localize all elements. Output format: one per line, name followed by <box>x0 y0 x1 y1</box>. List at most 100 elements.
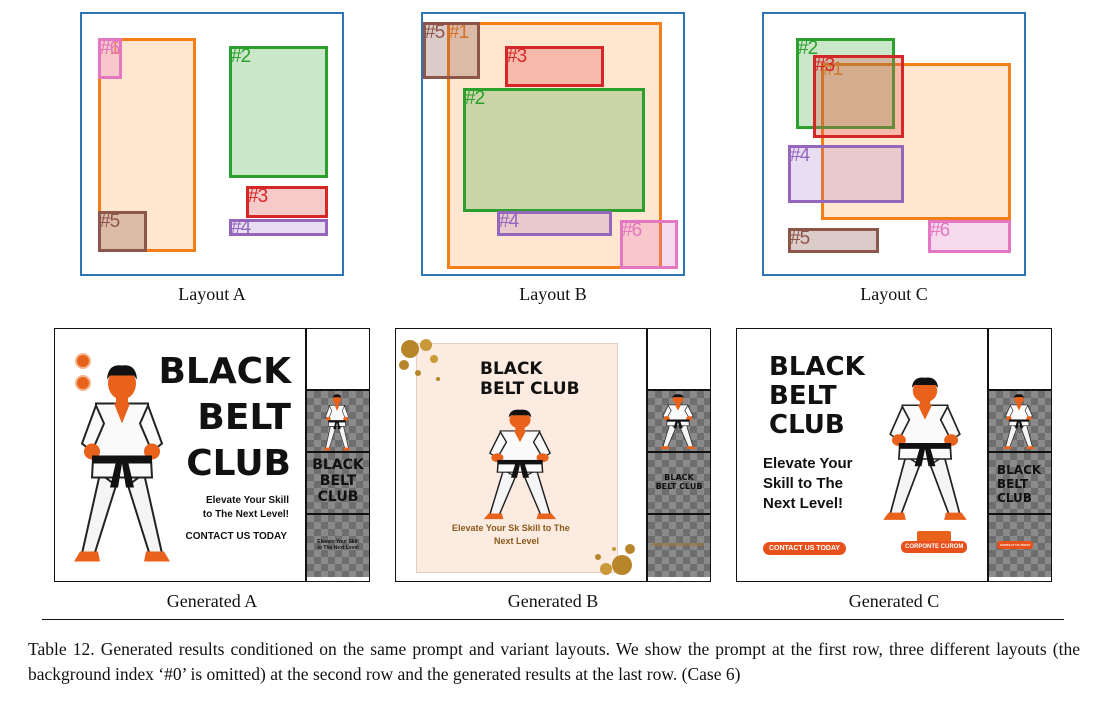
layout-c-panel: #1 #2 #3 #4 #5 #6 <box>762 12 1026 276</box>
layer-title-line-3: CLUB <box>317 489 359 505</box>
layer-title-line-1: BLACK <box>312 457 364 473</box>
generated-a-poster: BLACK BELT CLUB Elevate Your Skill to Th… <box>55 329 307 581</box>
layout-c-box-2: #2 <box>796 38 895 129</box>
generated-c-poster: BLACK BELT CLUB Elevate Your Skill to Th… <box>737 329 989 581</box>
layout-b-box-2: #2 <box>463 88 645 212</box>
poster-subtitle-line-2: to The Next Level! <box>202 509 289 520</box>
poster-title-line-1: BLACK <box>158 351 291 392</box>
karate-figure-illustration <box>483 408 557 520</box>
layer-title-line-2: BELT CLUB <box>655 482 703 491</box>
layout-b-box-1: #1 <box>447 22 662 269</box>
gold-splash-bottom-right <box>595 544 635 575</box>
gold-splash-top-left <box>399 339 440 381</box>
layout-c-box-6: #6 <box>928 220 1011 253</box>
layer-subtitle-line-1: Elevate Your Skill <box>317 539 359 545</box>
layer-title: BLACK BELT CLUB <box>989 453 1051 515</box>
layout-b-box-1-tag: #1 <box>449 22 469 43</box>
poster-contact-pill: CONTACT US TODAY <box>763 542 847 555</box>
poster-title-line-3: CLUB <box>769 410 845 440</box>
layout-c-box-1-tag: #1 <box>823 59 843 80</box>
poster-subtitle-line-2: Skill to The <box>763 475 844 492</box>
layout-a-box-5-tag: #5 <box>100 211 120 232</box>
poster-subtitle-line-2: Next Level <box>494 536 540 546</box>
layer-background <box>648 329 710 391</box>
layer-title-line-1: BLACK <box>664 473 694 482</box>
layout-a-box-3: #3 <box>246 186 328 218</box>
generated-c-caption: Generated C <box>848 591 940 611</box>
poster-title-line-1: BLACK <box>480 359 543 379</box>
layout-b-box-2-tag: #2 <box>465 88 485 109</box>
layer-figure <box>307 391 369 453</box>
poster-title-line-3: CLUB <box>186 443 291 484</box>
poster-title-line-2: BELT <box>197 397 291 438</box>
layer-contact-pill: CONTACT US TODAY <box>997 541 1034 549</box>
layout-a-box-1: #1 <box>98 38 196 252</box>
poster-subtitle-line-1: Elevate Your Skill <box>205 495 289 506</box>
poster-subtitle-line-1: Elevate Your <box>763 455 853 472</box>
layout-c-box-1: #1 <box>821 59 1011 220</box>
layout-a-box-6: #6 <box>98 38 122 79</box>
generated-a-layer-strip: BLACK BELT CLUB Elevate Your Skill to Th… <box>305 329 369 581</box>
layout-a-box-6-tag: #6 <box>100 38 120 59</box>
layout-b-box-6-tag: #6 <box>622 220 642 241</box>
karate-figure-thumbnail <box>659 393 697 450</box>
generated-c-layer-strip: BLACK BELT CLUB CONTACT US TODAY <box>987 329 1051 581</box>
layout-c-box-3-tag: #3 <box>815 55 835 76</box>
poster-title-line-2: BELT CLUB <box>480 379 580 399</box>
poster-badge: CORPONTE CUROM <box>901 541 968 553</box>
layout-c-box-3: #3 <box>813 55 904 138</box>
generated-b-poster: BLACK BELT CLUB Elevate Your Sk Skill to… <box>396 329 648 581</box>
generated-a-caption: Generated A <box>166 591 258 611</box>
layer-subtitle-line-2: to The Next Level <box>317 545 359 551</box>
poster-title-line-2: BELT <box>769 381 837 411</box>
layout-b-box-5-tag: #5 <box>425 22 445 43</box>
layout-c-box-5-tag: #5 <box>790 228 810 249</box>
layer-background <box>307 329 369 391</box>
layout-c-box-2-tag: #2 <box>798 38 818 59</box>
layout-a-box-1-tag: #1 <box>100 38 120 59</box>
layout-a-box-3-tag: #3 <box>248 186 268 207</box>
layout-a-box-4-tag: #4 <box>231 217 251 238</box>
table-caption: Table 12. Generated results conditioned … <box>28 639 1080 684</box>
karate-figure-thumbnail <box>322 394 352 451</box>
generated-b-panel: BLACK BELT CLUB Elevate Your Sk Skill to… <box>395 328 711 582</box>
karate-figure-thumbnail <box>1002 393 1036 450</box>
layer-title-line-2: BELT <box>319 473 357 489</box>
layer-background <box>989 329 1051 391</box>
layer-title-line-1: BLACK <box>997 463 1042 477</box>
layout-a-panel: #1 #6 #2 #3 #4 #5 <box>80 12 344 276</box>
layout-a-box-5: #5 <box>98 211 147 252</box>
layout-b-caption: Layout B <box>519 284 587 304</box>
layer-figure <box>989 391 1051 453</box>
generated-c-panel: BLACK BELT CLUB Elevate Your Skill to Th… <box>736 328 1052 582</box>
layout-b-box-4-tag: #4 <box>499 211 519 232</box>
layout-a-box-4: #4 <box>229 217 328 238</box>
layout-c-box-6-tag: #6 <box>930 220 950 241</box>
layout-b-box-3: #3 <box>505 46 604 87</box>
layer-title-line-2: BELT <box>997 477 1029 491</box>
generated-a-panel: BLACK BELT CLUB Elevate Your Skill to Th… <box>54 328 370 582</box>
layout-a-box-2: #2 <box>229 46 328 178</box>
layer-figure <box>648 391 710 453</box>
poster-badge-decoration <box>917 531 951 541</box>
poster-subtitle-line-3: Next Level! <box>763 495 844 512</box>
layer-subtitle: Elevate Your Skill to The Next Level <box>307 515 369 577</box>
karate-figure-illustration <box>882 376 968 521</box>
layer-contact: CONTACT US TODAY <box>989 515 1051 577</box>
layout-c-box-4-tag: #4 <box>790 145 810 166</box>
layout-b-box-5: #5 <box>423 22 480 79</box>
layout-c-caption: Layout C <box>860 284 928 304</box>
layout-b-panel: #1 #5 #3 #2 #4 #6 <box>421 12 685 276</box>
layout-b-box-4: #4 <box>497 211 612 236</box>
layout-c-box-5: #5 <box>788 228 879 253</box>
layer-title: BLACK BELT CLUB <box>307 453 369 515</box>
layout-b-box-3-tag: #3 <box>507 46 527 67</box>
generated-b-layer-strip: BLACK BELT CLUB <box>646 329 710 581</box>
layer-title-line-3: CLUB <box>997 491 1032 505</box>
layout-b-box-6: #6 <box>620 220 678 269</box>
poster-subtitle-line-1: Elevate Your Sk Skill to The <box>452 523 570 533</box>
layout-a-box-2-tag: #2 <box>231 46 251 67</box>
layout-a-caption: Layout A <box>178 284 246 304</box>
poster-title-line-1: BLACK <box>769 352 865 382</box>
layer-subtitle-faint-text <box>652 543 704 546</box>
